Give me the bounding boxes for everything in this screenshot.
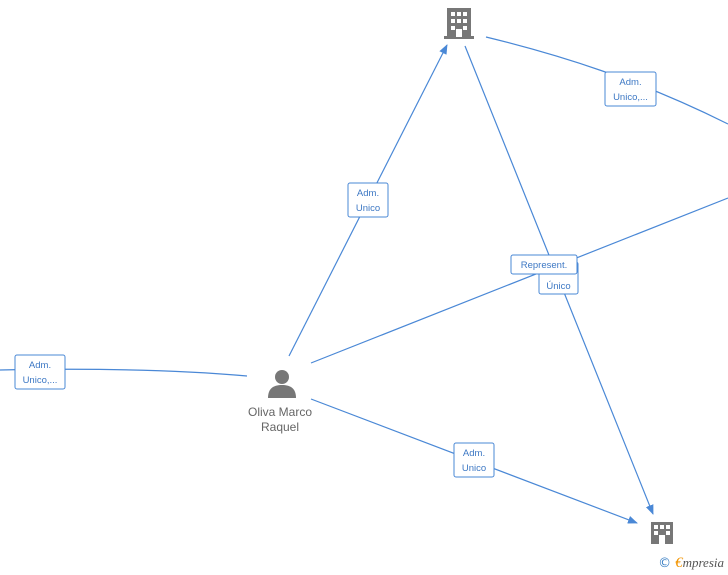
edge-person-to-right [310,197,728,364]
edge-top-company-to-right [485,36,728,125]
edge-label-left[interactable]: Adm. Unico,... [14,354,66,390]
copyright-icon: © [658,556,672,571]
svg-text:Adm.: Adm. [29,360,51,371]
svg-text:Unico,...: Unico,... [613,92,648,103]
building-icon [444,8,474,39]
svg-text:Adm.: Adm. [619,77,641,88]
edge-label-person-to-top[interactable]: Adm. Unico [347,182,389,218]
svg-text:Unico: Unico [356,203,380,214]
brand-logo: ©€mpresia [658,555,724,572]
svg-text:Adm.: Adm. [463,448,485,459]
brand-initial: € [675,555,683,571]
person-name-line1: Oliva Marco [248,405,312,419]
svg-text:Represent.: Represent. [521,260,567,271]
company-node-bottom[interactable] [651,522,673,544]
svg-text:Unico: Unico [462,463,486,474]
svg-text:Adm.: Adm. [357,188,379,199]
edge-label-represent[interactable]: Represent. [510,254,578,275]
edge-label-person-to-bottom[interactable]: Adm. Unico [453,442,495,478]
person-icon [268,370,296,398]
svg-text:Unico,...: Unico,... [23,375,58,386]
building-icon [651,522,673,544]
person-node[interactable]: Oliva Marco Raquel [248,370,312,434]
person-name-line2: Raquel [261,420,299,434]
brand-name: mpresia [682,555,724,570]
svg-text:Único: Único [546,281,570,292]
company-node-top[interactable] [444,8,474,39]
edge-label-top-right[interactable]: Adm. Unico,... [604,71,657,107]
